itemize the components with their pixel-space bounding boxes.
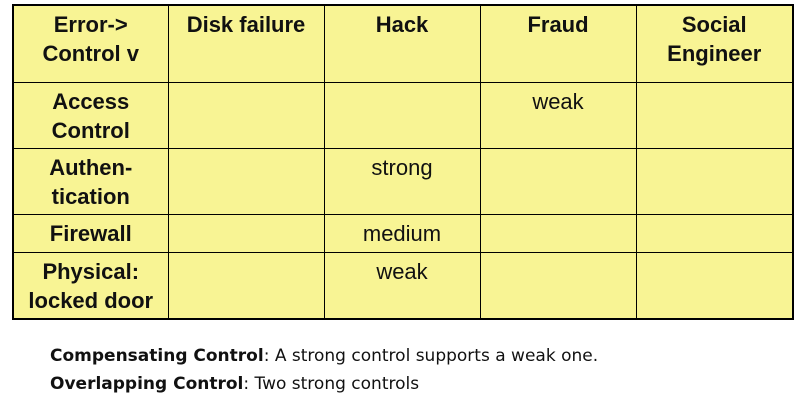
table-cell (479, 148, 637, 215)
table-cell: medium (323, 214, 481, 253)
row-header-firewall: Firewall (12, 214, 169, 253)
table-row: Firewall medium (12, 214, 794, 253)
definition-overlapping-control: Overlapping Control: Two strong controls (50, 370, 598, 398)
table-cell (635, 148, 794, 215)
definition-text: : Two strong controls (243, 374, 420, 394)
table-cell (167, 252, 325, 319)
definitions: Compensating Control: A strong control s… (50, 342, 598, 398)
control-matrix-table: Error-> Control v Disk failure Hack Frau… (12, 4, 794, 320)
table-cell: weak (479, 82, 637, 149)
definition-term: Overlapping Control (50, 374, 244, 394)
table-cell (635, 82, 794, 149)
column-header-disk-failure: Disk failure (167, 4, 325, 83)
header-row: Error-> Control v Disk failure Hack Frau… (12, 4, 794, 83)
table-cell (323, 82, 481, 149)
row-header-authentication: Authen- tication (12, 148, 169, 215)
table-cell (479, 214, 637, 253)
table-row: Access Control weak (12, 82, 794, 149)
row-header-access-control: Access Control (12, 82, 169, 149)
column-header-hack: Hack (323, 4, 481, 83)
column-header-social-engineer: Social Engineer (635, 4, 794, 83)
table-cell: weak (323, 252, 481, 319)
definition-text: : A strong control supports a weak one. (263, 346, 599, 366)
table-cell (167, 148, 325, 215)
table-cell (479, 252, 637, 319)
table-cell (167, 214, 325, 253)
definition-compensating-control: Compensating Control: A strong control s… (50, 342, 598, 370)
row-header-physical-locked-door: Physical: locked door (12, 252, 169, 319)
table-cell (635, 252, 794, 319)
corner-header-line-2: Control v (42, 41, 140, 66)
column-header-fraud: Fraud (479, 4, 637, 83)
table-row: Authen- tication strong (12, 148, 794, 215)
table-cell (635, 214, 794, 253)
corner-header-line-1: Error-> (53, 12, 128, 37)
definition-term: Compensating Control (50, 346, 264, 366)
table-row: Physical: locked door weak (12, 252, 794, 319)
table-cell: strong (323, 148, 481, 215)
corner-header: Error-> Control v (12, 4, 169, 83)
table-cell (167, 82, 325, 149)
